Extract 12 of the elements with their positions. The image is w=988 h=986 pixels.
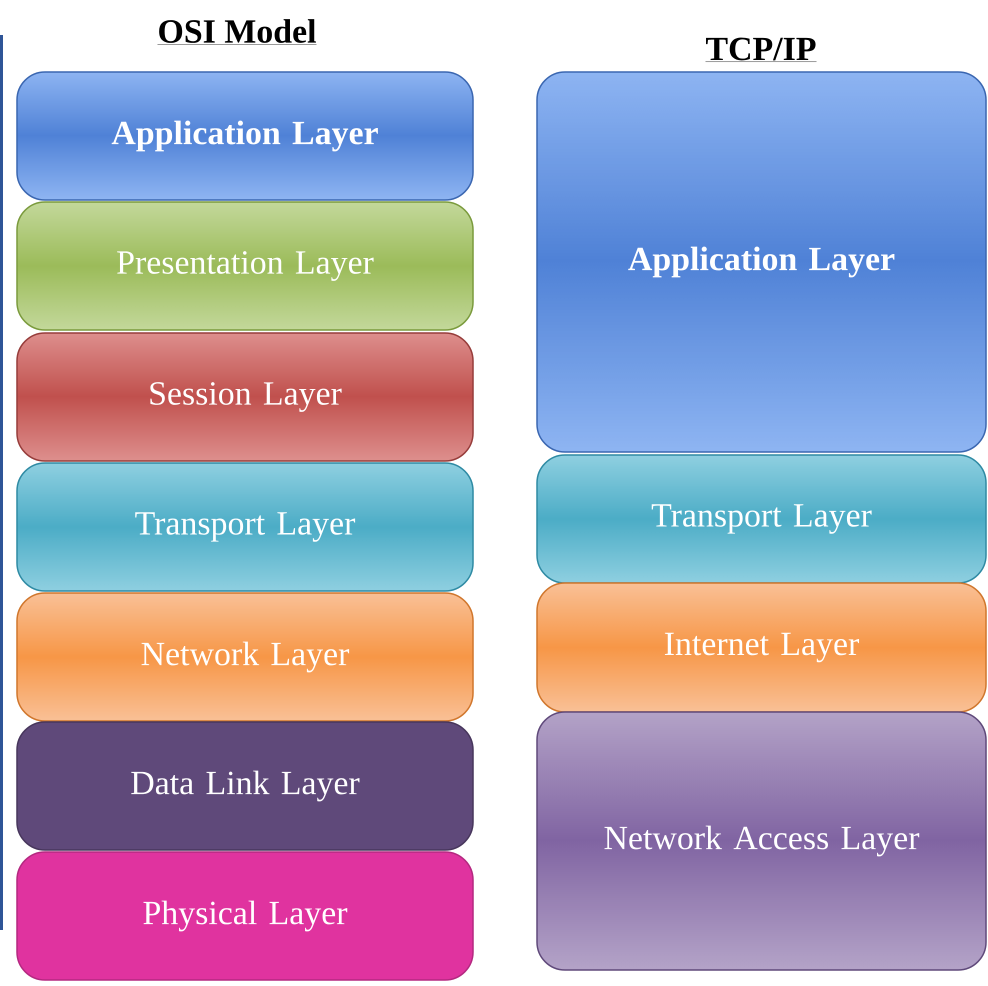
layer-box: Session Layer (16, 332, 474, 462)
column-heading: OSI Model (157, 19, 317, 45)
layer-box: Data Link Layer (16, 721, 474, 851)
layer-box: Transport Layer (16, 462, 474, 592)
layer-box: Presentation Layer (16, 201, 474, 331)
layer-box: Transport Layer (536, 454, 987, 584)
layer-box: Network Layer (16, 592, 474, 722)
layer-box: Physical Layer (16, 851, 474, 981)
layer-box: Application Layer (16, 71, 474, 201)
column-heading: TCP/IP (705, 38, 817, 62)
layer-box: Internet Layer (536, 582, 987, 713)
layer-box: Application Layer (536, 71, 987, 453)
